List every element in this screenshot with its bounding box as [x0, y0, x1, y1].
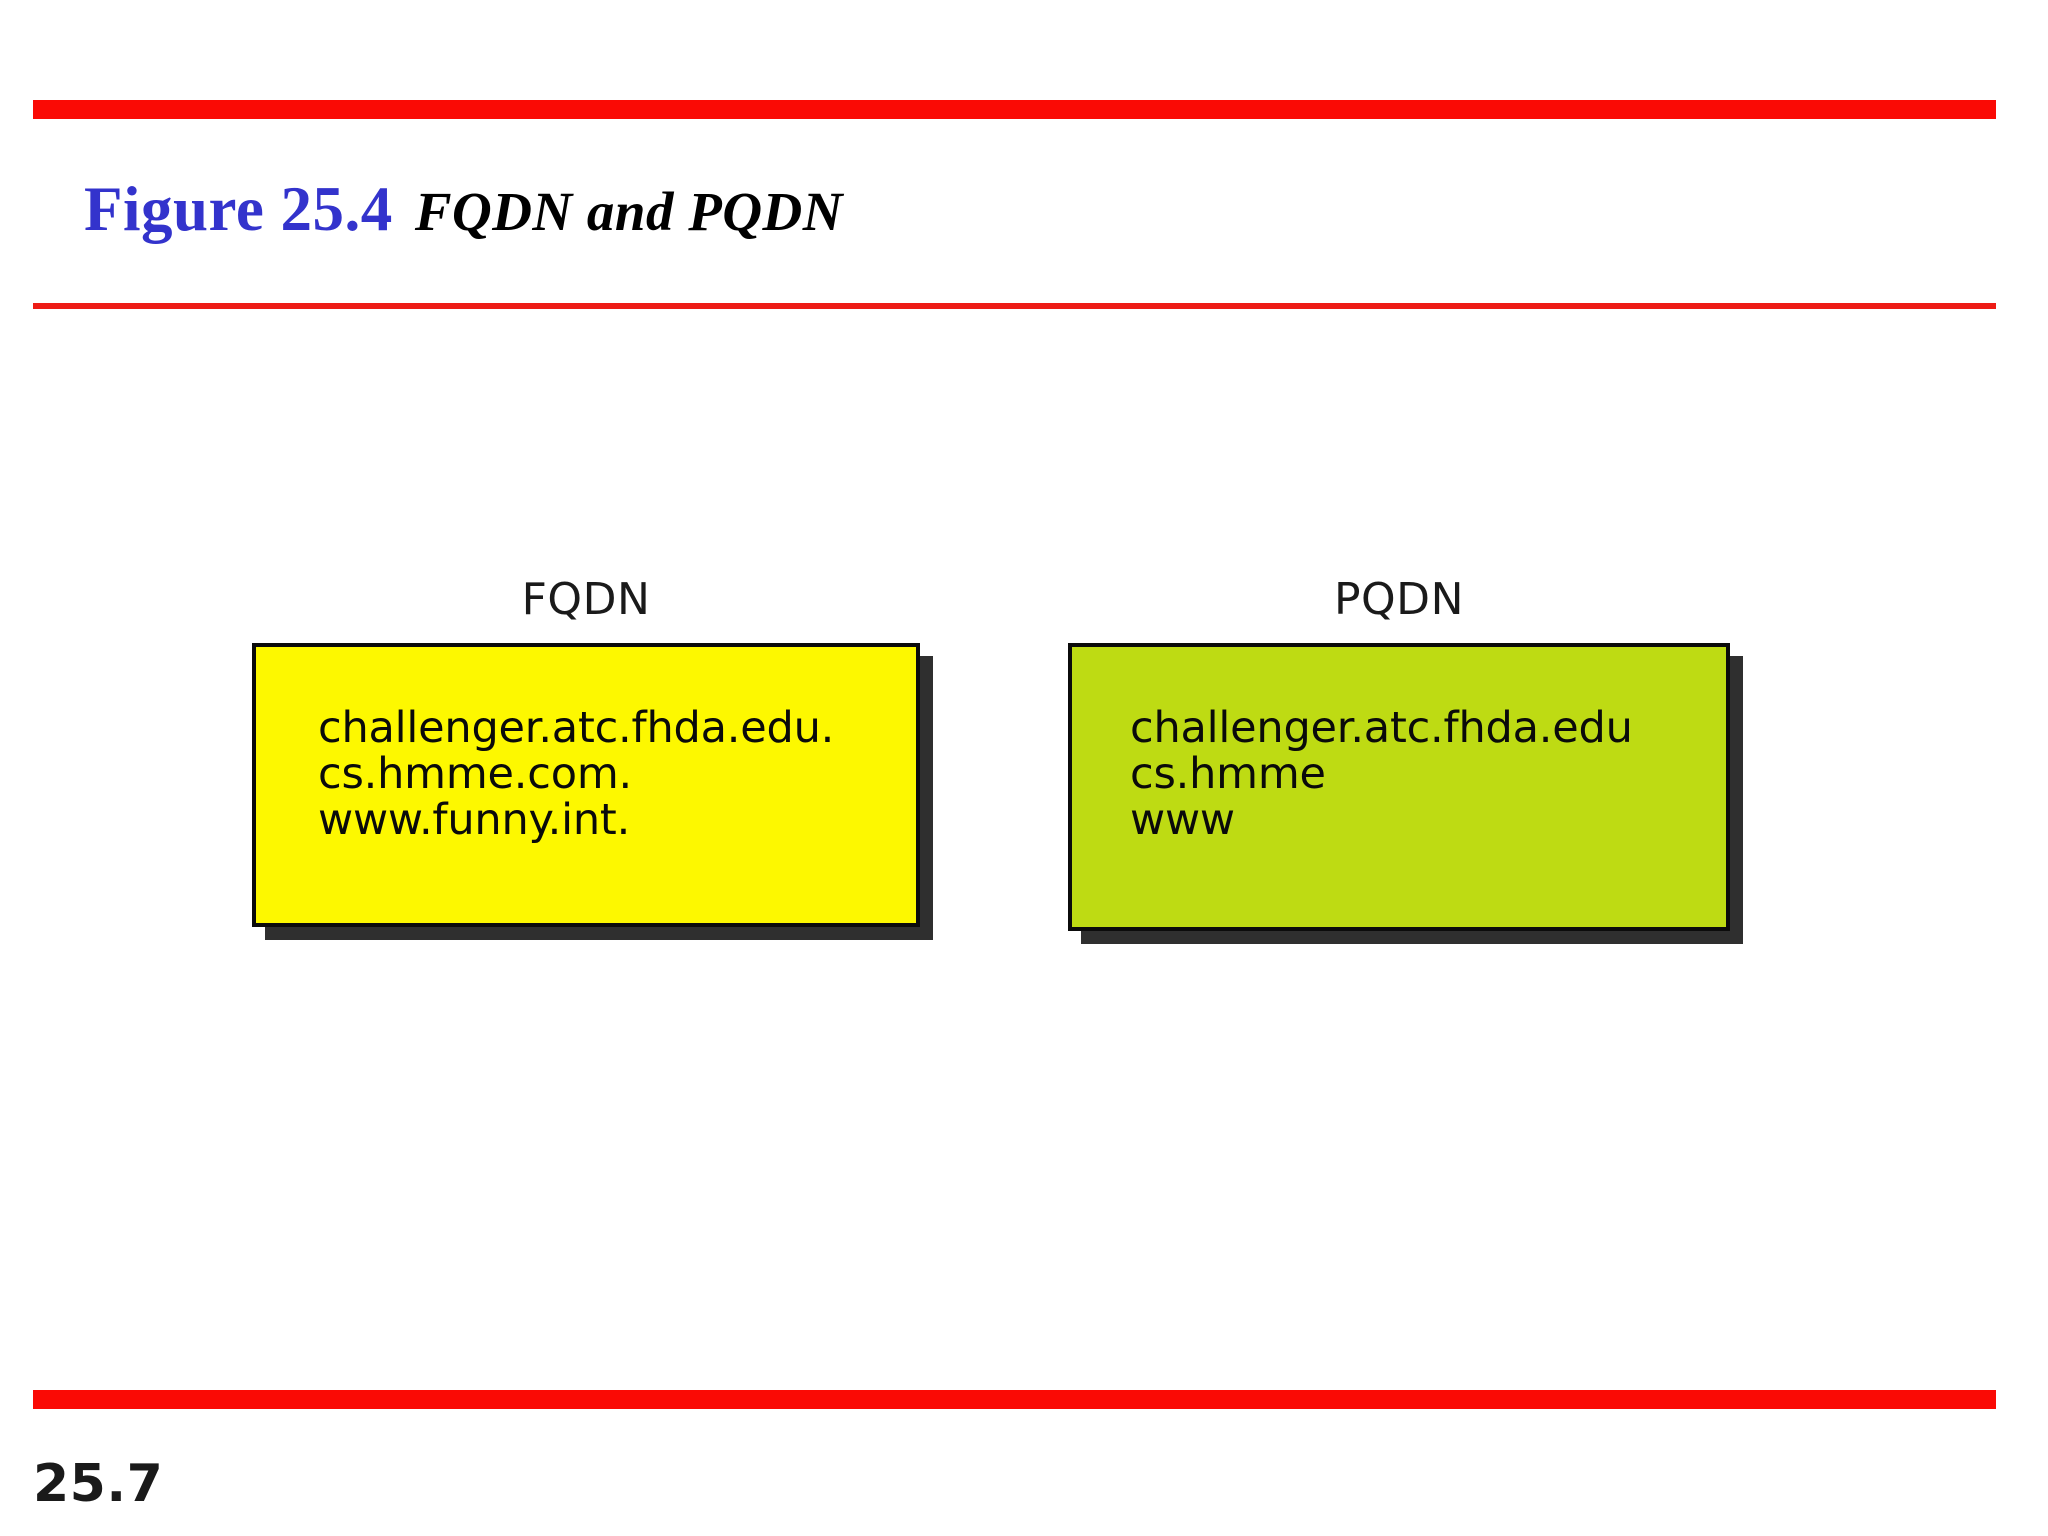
- list-item: www: [1130, 795, 1235, 845]
- list-item: challenger.atc.fhda.edu.: [318, 703, 835, 753]
- fqdn-entry-list: challenger.atc.fhda.edu. cs.hmme.com. ww…: [256, 647, 834, 843]
- fqdn-box-face: challenger.atc.fhda.edu. cs.hmme.com. ww…: [252, 643, 920, 927]
- fqdn-caption: FQDN: [521, 574, 651, 625]
- list-item: cs.hmme: [1130, 749, 1326, 799]
- bottom-red-rule: [33, 1390, 1996, 1409]
- fqdn-box: challenger.atc.fhda.edu. cs.hmme.com. ww…: [252, 643, 933, 940]
- pqdn-caption: PQDN: [1334, 574, 1464, 625]
- figure-label: Figure 25.4: [84, 174, 393, 244]
- pqdn-box-face: challenger.atc.fhda.edu cs.hmme www: [1068, 643, 1730, 931]
- list-item: www.funny.int.: [318, 795, 631, 845]
- pqdn-box: challenger.atc.fhda.edu cs.hmme www: [1068, 643, 1743, 944]
- top-red-rule: [33, 100, 1996, 119]
- list-item: challenger.atc.fhda.edu: [1130, 703, 1633, 753]
- title-underline-rule: [33, 303, 1996, 309]
- pqdn-entry-list: challenger.atc.fhda.edu cs.hmme www: [1072, 647, 1633, 843]
- list-item: cs.hmme.com.: [318, 749, 632, 799]
- page-number: 25.7: [33, 1454, 164, 1514]
- figure-caption: FQDN and PQDN: [414, 181, 843, 242]
